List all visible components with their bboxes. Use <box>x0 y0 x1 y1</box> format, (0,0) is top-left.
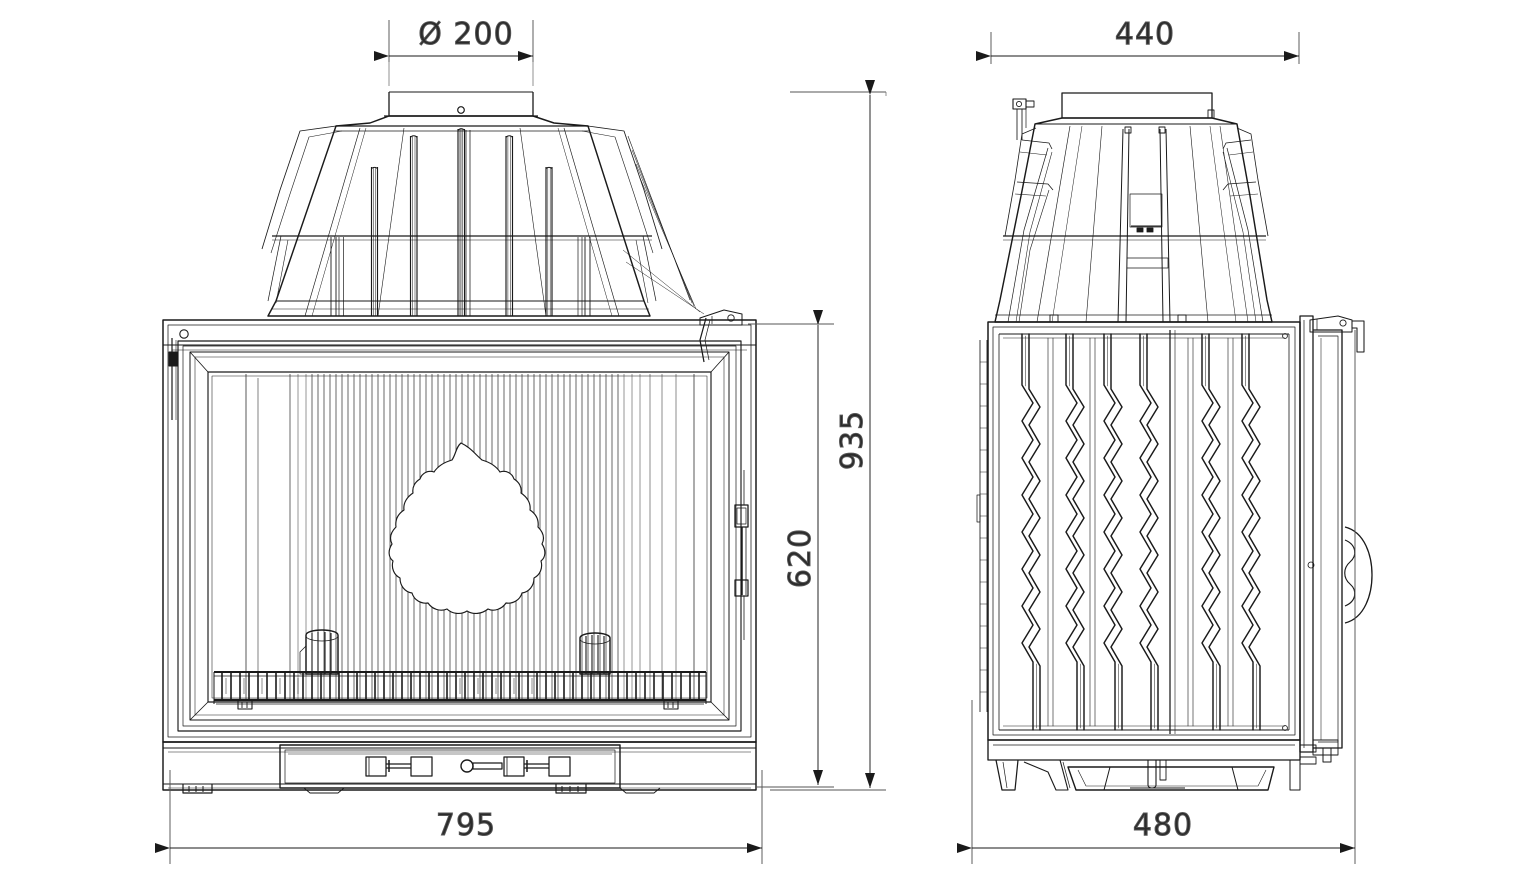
hood-heat-tube-short <box>330 237 591 316</box>
glass-door[interactable] <box>177 340 742 732</box>
dimension-width-795: 795 <box>155 770 763 864</box>
log-retainer-post <box>299 629 611 675</box>
heat-exchanger-tube <box>1065 333 1085 731</box>
dimension-depth-440: 440 <box>976 17 1300 64</box>
hood-heat-tube <box>370 166 379 316</box>
base-plinth <box>162 741 757 791</box>
flame-log-outline <box>388 442 546 615</box>
firebox-body <box>976 321 1301 741</box>
dimension-height-935: 935 <box>770 80 886 791</box>
door-hinge-top <box>1309 315 1365 353</box>
door-hinge-bottom <box>1312 739 1339 763</box>
dimension-label-935: 935 <box>835 410 870 470</box>
heat-exchanger-tube <box>1021 333 1041 731</box>
heat-exchanger-tube <box>1241 333 1261 731</box>
heat-exchanger-tube <box>1103 333 1123 731</box>
dimension-label-620: 620 <box>783 528 818 588</box>
air-slider-secondary[interactable] <box>503 756 571 777</box>
door-hinge-left <box>168 329 189 420</box>
hood-heat-tube <box>409 135 418 316</box>
serpentine-heat-exchanger-tubes <box>1021 333 1288 731</box>
hood-heat-tube <box>545 166 553 316</box>
door-hinge-right <box>699 309 743 363</box>
dimension-layer: Ø 200 795 935 620 <box>155 17 1356 864</box>
dimension-label-440: 440 <box>1115 17 1175 52</box>
fire-grate <box>213 671 707 710</box>
dimension-label-dia200: Ø 200 <box>418 17 513 52</box>
door-latch[interactable] <box>734 470 749 640</box>
pedestal-base <box>987 739 1317 791</box>
front-elevation-view <box>162 91 757 794</box>
convection-hood <box>994 117 1273 323</box>
control-handle[interactable] <box>460 759 503 773</box>
convection-hood <box>261 115 705 317</box>
hood-heat-tube <box>457 128 471 316</box>
hood-heat-tubes <box>330 128 591 316</box>
base-feet <box>182 784 661 794</box>
heat-exchanger-tube <box>1139 333 1159 731</box>
dimension-label-480: 480 <box>1133 808 1193 843</box>
reference-extension-lines <box>388 62 887 96</box>
hood-heat-tube <box>505 135 514 316</box>
dimension-height-620: 620 <box>748 310 834 788</box>
dimension-label-795: 795 <box>436 808 496 843</box>
side-elevation-view <box>976 92 1373 791</box>
dimension-depth-480: 480 <box>957 330 1356 864</box>
air-slider-primary[interactable] <box>365 756 433 777</box>
dimension-diameter-200: Ø 200 <box>374 17 534 62</box>
heat-exchanger-tube <box>1201 333 1221 731</box>
